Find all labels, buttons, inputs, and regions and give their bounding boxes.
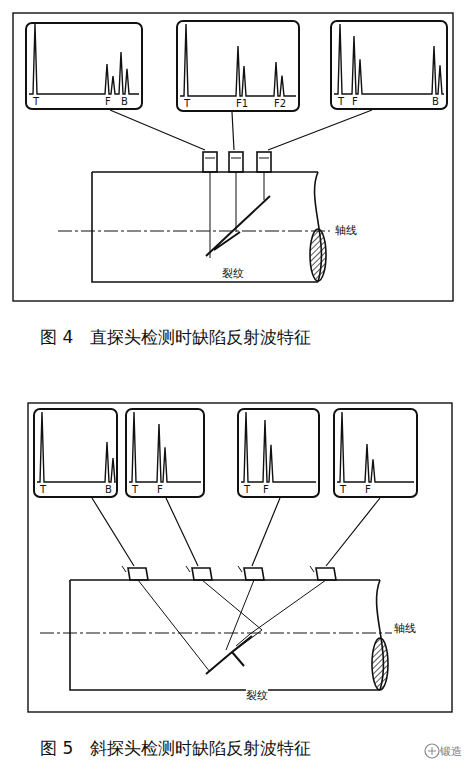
echo-label: F1 — [236, 98, 248, 109]
echo-label: T — [132, 484, 138, 495]
echo-label: F — [157, 484, 163, 495]
part-label: 轴线 — [394, 621, 416, 636]
part-label: 裂纹 — [222, 266, 244, 281]
oscilloscope-screen: TF B — [330, 20, 448, 110]
echo-label: T — [338, 96, 344, 107]
echo-trace — [180, 24, 296, 96]
echo-trace — [29, 24, 139, 94]
echo-trace — [129, 412, 201, 482]
echo-label: B — [121, 96, 128, 107]
oscilloscope-screen: TB — [33, 408, 118, 498]
oscilloscope-screen: TF — [237, 408, 320, 498]
echo-label: F — [365, 484, 371, 495]
echo-label: T — [33, 96, 39, 107]
figure-caption: 图 4 直探头检测时缺陷反射波特征 — [40, 326, 311, 349]
echo-label: T — [40, 484, 46, 495]
oscilloscope-screen: T FB — [25, 22, 143, 110]
echo-label: B — [105, 484, 112, 495]
echo-label: F — [105, 96, 111, 107]
echo-trace — [37, 412, 115, 482]
echo-label: T — [184, 98, 190, 109]
part-label: 锻造 — [440, 744, 462, 759]
part-label: 轴线 — [335, 223, 357, 238]
echo-trace — [334, 24, 444, 94]
part-label: 裂纹 — [246, 688, 268, 703]
echo-label: B — [432, 96, 439, 107]
echo-label: T — [340, 484, 346, 495]
echo-trace — [337, 412, 414, 482]
echo-label: F — [263, 484, 269, 495]
oscilloscope-screen: TF — [333, 408, 418, 498]
figure-caption: 图 5 斜探头检测时缺陷反射波特征 — [40, 737, 311, 760]
oscilloscope-screen: TF — [125, 408, 205, 498]
oscilloscope-screen: T F1 F2 — [176, 20, 300, 112]
echo-trace — [241, 412, 316, 482]
echo-label: F2 — [274, 98, 286, 109]
echo-label: T — [244, 484, 250, 495]
echo-label: F — [352, 96, 358, 107]
